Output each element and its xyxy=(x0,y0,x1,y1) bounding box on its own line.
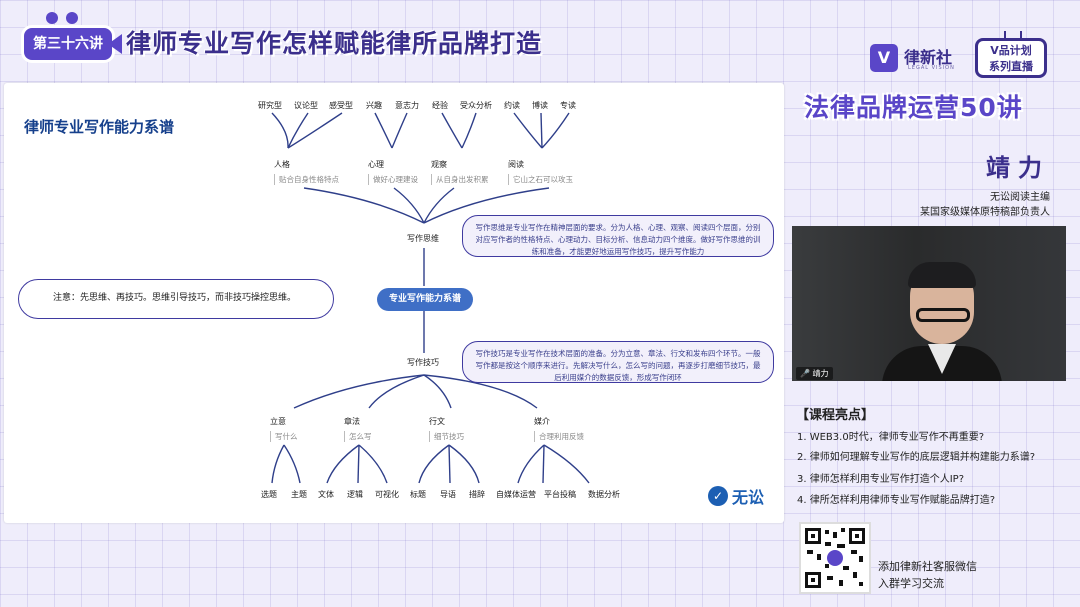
leaf-label: 主题 xyxy=(291,490,307,499)
leaf-label: 标题 xyxy=(410,490,426,499)
brand-logo: ✓ 无讼 xyxy=(708,484,764,508)
camera-icon xyxy=(108,34,122,54)
tv-icon-badge: V品计划 系列直播 xyxy=(975,38,1047,78)
mindmap-connectors xyxy=(271,112,590,484)
highlight-item: 4. 律所怎样利用律师专业写作赋能品牌打造? xyxy=(797,495,996,506)
highlight-item: 2. 律师如何理解专业写作的底层逻辑并构建能力系谱? xyxy=(797,452,1036,463)
category-reading: 阅读 它山之石可以攻玉 xyxy=(508,160,573,185)
leaf-label: 意志力 xyxy=(395,101,419,110)
highlight-item: 3. 律师怎样利用专业写作打造个人IP? xyxy=(797,474,965,485)
qr-code-icon xyxy=(805,528,865,588)
leaf-label: 受众分析 xyxy=(460,101,492,110)
leaf-label: 自媒体运营 xyxy=(496,490,536,499)
speaker-role: 某国家级媒体原特稿部负责人 xyxy=(920,207,1050,218)
center-node: 专业写作能力系谱 xyxy=(377,288,473,311)
category-observation: 观察 从自身出发积累 xyxy=(431,160,489,185)
slide-panel: 律师专业写作能力系谱 研究型 议论型 感受型 兴趣 意志力 经验 受众分析 约读… xyxy=(4,83,784,523)
speaker-name: 靖力 xyxy=(986,154,1050,182)
publisher-subtitle: LEGAL VISION xyxy=(908,65,955,71)
category-media: 媒介 合理利用反馈 xyxy=(534,417,584,442)
category-concept: 立意 写什么 xyxy=(270,417,298,442)
category-psychology: 心理 做好心理建设 xyxy=(368,160,418,185)
category-personality: 人格 贴合自身性格特点 xyxy=(274,160,339,185)
category-structure: 章法 怎么写 xyxy=(344,417,372,442)
leaf-label: 感受型 xyxy=(329,101,353,110)
video-name-tag: 🎤 靖力 xyxy=(796,367,833,380)
publisher-logo-icon: V xyxy=(870,44,898,72)
leaf-label: 措辞 xyxy=(469,490,485,499)
note-box: 注意：先思维、再技巧。思维引导技巧，而非技巧操控思维。 xyxy=(18,279,334,319)
leaf-label: 可视化 xyxy=(375,490,399,499)
leaf-label: 约读 xyxy=(504,101,520,110)
brand-icon: ✓ xyxy=(708,486,728,506)
leaf-label: 博读 xyxy=(532,101,548,110)
qr-caption: 入群学习交流 xyxy=(878,577,944,590)
thinking-bubble: 写作思维是专业写作在精神层面的要求。分为人格、心理、观察、阅读四个层面，分别对应… xyxy=(462,215,774,257)
publisher-name: 律新社 xyxy=(904,48,953,67)
speaker-video[interactable]: 🎤 靖力 xyxy=(792,226,1066,381)
speaker-role: 无讼阅读主编 xyxy=(990,192,1050,203)
qr-caption: 添加律新社客服微信 xyxy=(878,560,977,573)
lesson-badge: 第三十六讲 xyxy=(24,12,112,60)
leaf-label: 专读 xyxy=(560,101,576,110)
category-wording: 行文 细节技巧 xyxy=(429,417,464,442)
leaf-label: 数据分析 xyxy=(588,490,620,499)
leaf-label: 研究型 xyxy=(258,101,282,110)
skill-label: 写作技巧 xyxy=(407,358,439,367)
brand-text: 无讼 xyxy=(732,488,765,507)
series-title: 法律品牌运营50讲 xyxy=(804,93,1023,122)
leaf-label: 经验 xyxy=(432,101,448,110)
leaf-label: 逻辑 xyxy=(347,490,363,499)
lecture-title: 律师专业写作怎样赋能律所品牌打造 xyxy=(126,29,543,58)
leaf-label: 议论型 xyxy=(294,101,318,110)
leaf-label: 文体 xyxy=(318,490,334,499)
skill-bubble: 写作技巧是专业写作在技术层面的准备。分为立意、章法、行文和发布四个环节。一般写作… xyxy=(462,341,774,383)
highlights-title: 【课程亮点】 xyxy=(796,408,875,423)
leaf-label: 平台投稿 xyxy=(544,490,576,499)
thinking-label: 写作思维 xyxy=(407,234,439,243)
slide-title: 律师专业写作能力系谱 xyxy=(24,118,175,136)
badge-line2: 系列直播 xyxy=(989,60,1033,73)
leaf-label: 兴趣 xyxy=(366,101,382,110)
leaf-label: 导语 xyxy=(440,490,456,499)
qr-code[interactable] xyxy=(799,522,871,594)
badge-line1: V品计划 xyxy=(990,44,1032,57)
leaf-label: 选题 xyxy=(261,490,277,499)
highlight-item: 1. WEB3.0时代，律师专业写作不再重要? xyxy=(797,432,984,443)
